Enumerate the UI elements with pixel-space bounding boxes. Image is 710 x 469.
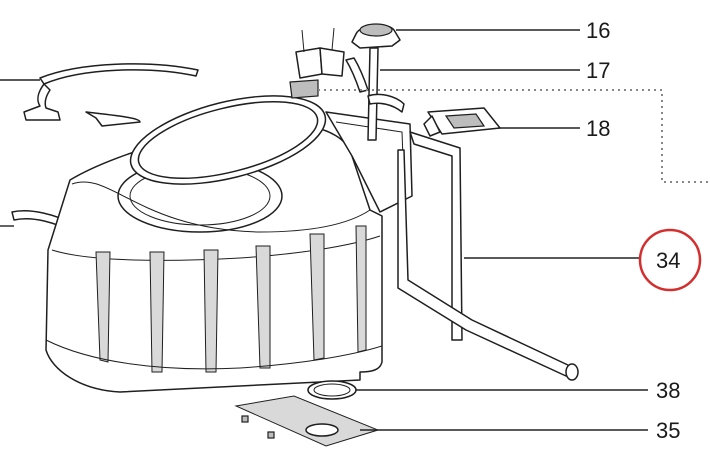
part-18-bracket — [423, 107, 501, 137]
hose-loop-part — [129, 95, 327, 185]
callout-38: 38 — [656, 378, 680, 403]
callout-35: 35 — [656, 418, 680, 443]
callout-34: 34 — [656, 248, 680, 273]
valve-assembly-part — [289, 27, 369, 99]
clamp-ring-part — [0, 63, 199, 127]
callout-17: 17 — [586, 58, 610, 83]
part-35-plate — [234, 395, 380, 447]
highlight-circle-34 — [638, 228, 702, 292]
callout-18: 18 — [586, 116, 610, 141]
part-38-ring — [307, 380, 357, 400]
dotted-connector-line — [318, 89, 710, 183]
part-17-tube — [367, 47, 405, 141]
part-34-tube — [397, 131, 579, 381]
part-16-cap — [351, 23, 401, 49]
callout-16: 16 — [586, 18, 610, 43]
